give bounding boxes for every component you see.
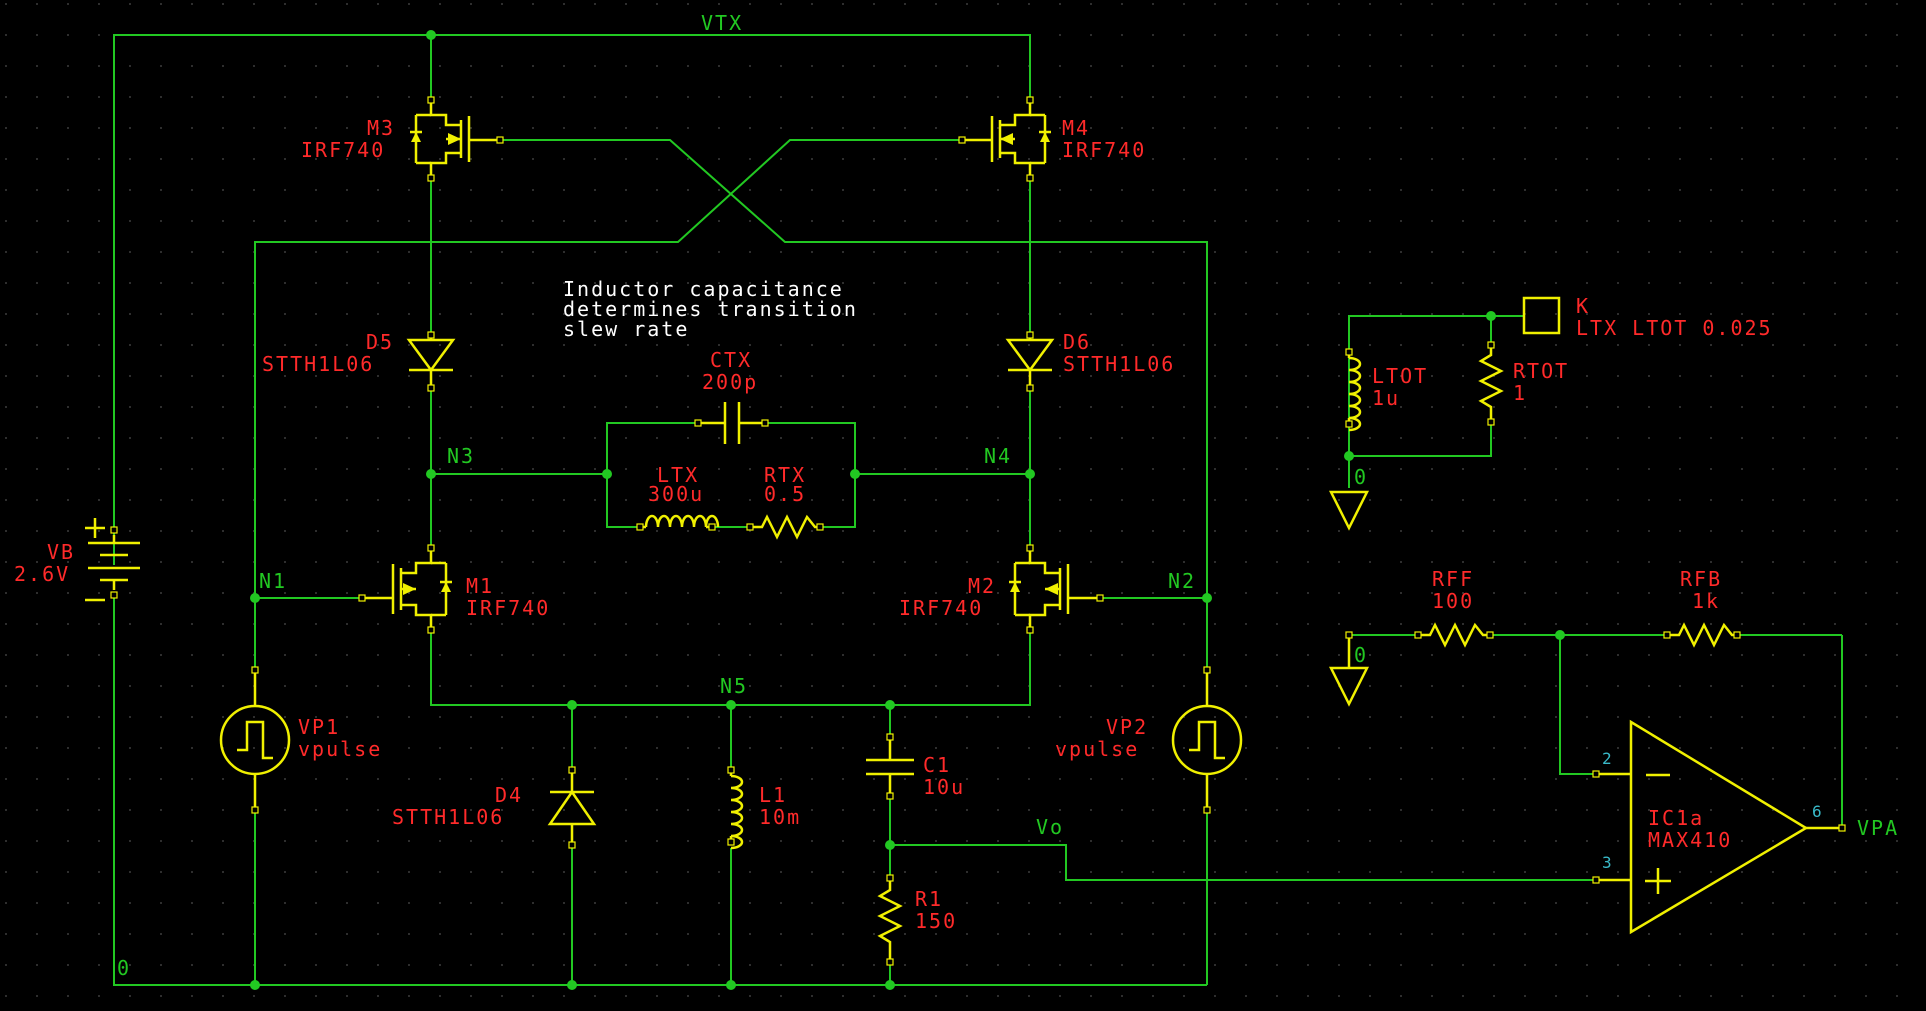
- junction-dots: [250, 30, 1565, 990]
- value-rff: 100: [1432, 589, 1474, 613]
- value-d6: STTH1L06: [1063, 352, 1175, 376]
- inductor-ltot[interactable]: [1345, 348, 1362, 432]
- resistor-rfb[interactable]: [1663, 622, 1741, 648]
- value-k: LTX LTOT 0.025: [1576, 316, 1773, 340]
- value-vp1: vpulse: [298, 737, 382, 761]
- value-ic1a: MAX410: [1648, 828, 1732, 852]
- value-d4: STTH1L06: [392, 805, 504, 829]
- ref-m3: M3: [367, 116, 395, 140]
- pulse-source-vp2[interactable]: [1171, 666, 1243, 814]
- net-label-vo: Vo: [1036, 815, 1064, 839]
- opamp-ic1a[interactable]: [1592, 719, 1846, 935]
- value-m3: IRF740: [301, 138, 385, 162]
- resistor-r1[interactable]: [877, 874, 903, 966]
- ref-d4: D4: [495, 783, 523, 807]
- net-label-n4: N4: [984, 444, 1012, 468]
- battery-vb[interactable]: [85, 518, 140, 602]
- resistor-rtot[interactable]: [1478, 341, 1504, 426]
- ref-ltx: LTX: [657, 463, 699, 487]
- net-label-n1: N1: [259, 569, 287, 593]
- ref-k: K: [1576, 294, 1590, 318]
- coupling-k-box[interactable]: [1522, 296, 1561, 335]
- ref-d6: D6: [1063, 330, 1091, 354]
- capacitor-c1[interactable]: [866, 733, 914, 800]
- mosfet-m2[interactable]: [1009, 544, 1104, 634]
- opamp-pin-noninv: 3: [1602, 853, 1614, 872]
- value-m4: IRF740: [1062, 138, 1146, 162]
- net-label-n2: N2: [1168, 569, 1196, 593]
- ground-symbol-k: [1328, 490, 1370, 531]
- value-rtx: 0.5: [764, 482, 806, 506]
- value-vb: 2.6V: [14, 562, 70, 586]
- value-m2: IRF740: [899, 596, 983, 620]
- opamp-pin-out: 6: [1812, 802, 1824, 821]
- value-ltot: 1u: [1372, 386, 1400, 410]
- value-l1: 10m: [759, 805, 801, 829]
- ref-m1: M1: [466, 574, 494, 598]
- net-label-ground-amp: 0: [1354, 643, 1368, 667]
- ref-rfb: RFB: [1680, 567, 1722, 591]
- value-ctx: 200p: [702, 370, 758, 394]
- ground-symbol-amp: [1328, 631, 1370, 707]
- capacitor-ctx[interactable]: [694, 402, 769, 444]
- ref-vp1: VP1: [298, 715, 340, 739]
- net-label-ground-k: 0: [1354, 465, 1368, 489]
- value-d5: STTH1L06: [262, 352, 374, 376]
- opamp-pin-inv: 2: [1602, 749, 1614, 768]
- value-vp2: vpulse: [1055, 737, 1139, 761]
- value-r1: 150: [915, 909, 957, 933]
- note-line-2: determines transition: [563, 297, 858, 321]
- ref-c1: C1: [923, 753, 951, 777]
- mosfet-m4[interactable]: [958, 96, 1051, 182]
- ref-d5: D5: [366, 330, 394, 354]
- ref-ltot: LTOT: [1372, 364, 1428, 388]
- inductor-ltx[interactable]: [636, 514, 720, 531]
- ref-ctx: CTX: [710, 348, 752, 372]
- value-rtot: 1: [1513, 381, 1527, 405]
- ref-vp2: VP2: [1106, 715, 1148, 739]
- net-label-ground-main: 0: [117, 956, 131, 980]
- diode-d4[interactable]: [547, 766, 597, 849]
- ref-rtot: RTOT: [1513, 359, 1569, 383]
- inductor-l1[interactable]: [727, 766, 744, 850]
- net-label-vpa: VPA: [1857, 816, 1899, 840]
- note-line-3: slew rate: [563, 317, 689, 341]
- wires: [113, 34, 1843, 986]
- resistor-rff[interactable]: [1414, 622, 1494, 648]
- ref-rff: RFF: [1432, 567, 1474, 591]
- diode-d5[interactable]: [406, 331, 456, 392]
- ref-rtx: RTX: [764, 463, 806, 487]
- ref-m2: M2: [968, 574, 996, 598]
- ref-vb: VB: [47, 540, 75, 564]
- net-label-n3: N3: [447, 444, 475, 468]
- value-ltx: 300u: [648, 482, 704, 506]
- diode-d6[interactable]: [1005, 331, 1055, 392]
- mosfet-m1[interactable]: [358, 544, 452, 634]
- net-label-vtx: VTX: [701, 11, 743, 35]
- ref-r1: R1: [915, 887, 943, 911]
- net-label-n5: N5: [720, 674, 748, 698]
- ref-m4: M4: [1062, 116, 1090, 140]
- value-c1: 10u: [923, 775, 965, 799]
- value-rfb: 1k: [1692, 589, 1720, 613]
- pulse-source-vp1[interactable]: [219, 666, 291, 814]
- resistor-rtx[interactable]: [746, 514, 824, 540]
- value-m1: IRF740: [466, 596, 550, 620]
- mosfet-m3[interactable]: [410, 96, 504, 182]
- ref-ic1a: IC1a: [1648, 806, 1704, 830]
- ref-l1: L1: [759, 783, 787, 807]
- note-line-1: Inductor capacitance: [563, 277, 844, 301]
